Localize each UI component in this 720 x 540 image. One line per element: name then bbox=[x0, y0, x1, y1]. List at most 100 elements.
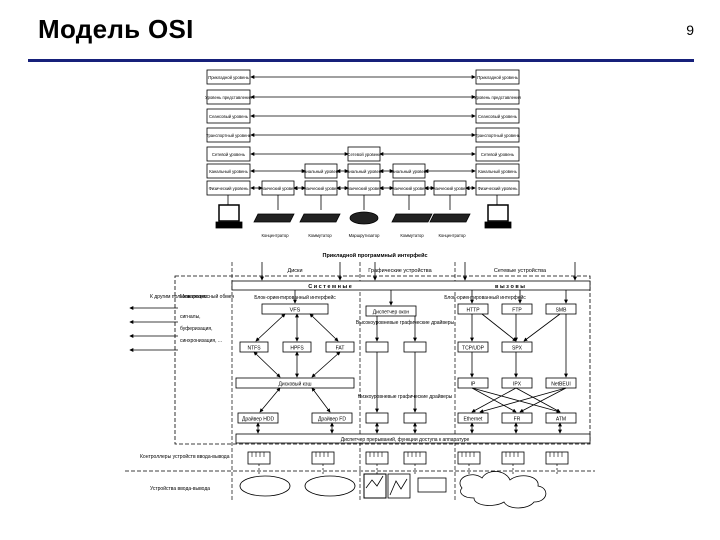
osi-right-layer-box bbox=[475, 146, 520, 162]
osi-left-layer-box bbox=[206, 127, 251, 143]
driver-fd-label: Драйвер FD bbox=[318, 416, 346, 423]
net-protocol-label: FTP bbox=[512, 308, 522, 314]
net-protocol-label: IP bbox=[471, 382, 476, 388]
disk-cache-label: Дисковый кэш bbox=[279, 381, 312, 388]
osi-left-layer-label: Физический уровень bbox=[209, 186, 250, 191]
section-graphics: Графические устройства bbox=[368, 267, 432, 274]
net-protocol-box bbox=[501, 377, 533, 389]
osi-left-layer-label: Транспортный уровень bbox=[206, 133, 251, 138]
hl-graphics-label: Высокоуровневые графические драйверы bbox=[356, 319, 455, 326]
osi-right-layer-box bbox=[475, 89, 520, 105]
graphics-device-plot bbox=[389, 478, 408, 496]
net-protocol-box bbox=[457, 341, 489, 353]
controller-box bbox=[247, 451, 271, 465]
net-protocol-label: SMB bbox=[556, 308, 568, 314]
window-manager-box bbox=[365, 305, 417, 317]
osi-left-layer-box bbox=[206, 69, 251, 85]
network-cloud bbox=[459, 471, 547, 509]
osi-right-layer-box bbox=[475, 180, 520, 196]
osi-left-layer-label: Прикладной уровень bbox=[208, 75, 249, 80]
os-frame bbox=[174, 275, 591, 445]
osi-middle-label: Физический уровень bbox=[301, 186, 342, 191]
fs-hpfs-label: HPFS bbox=[290, 346, 304, 352]
ll-driver-box-2 bbox=[403, 412, 427, 424]
signals-label: сигналы, bbox=[180, 314, 201, 320]
controller-box bbox=[365, 451, 389, 465]
irq-bar bbox=[235, 433, 591, 444]
osi-right-layer-box bbox=[475, 69, 520, 85]
other-users-label: К другим пользователям bbox=[150, 294, 208, 300]
controller-box bbox=[501, 451, 525, 465]
buffers-label: буферизация, bbox=[180, 326, 213, 332]
controller-box bbox=[457, 451, 481, 465]
switch-icon bbox=[299, 213, 341, 223]
osi-middle-label: Сетевой уровень bbox=[347, 152, 381, 157]
controller-box bbox=[311, 451, 335, 465]
syscalls-label-right: в ы з о в ы bbox=[495, 284, 525, 290]
fs-fat-label: FAT bbox=[336, 346, 345, 352]
os-architecture-diagram: Прикладной программный интерфейс Диски Г… bbox=[125, 252, 595, 509]
computer-icon bbox=[487, 204, 509, 222]
net-protocol-label: HTTP bbox=[466, 308, 480, 314]
osi-right-layer-label: Сеансовый уровень bbox=[478, 114, 518, 119]
hl-driver-box-1 bbox=[365, 341, 389, 353]
disk-device-1 bbox=[239, 475, 291, 497]
net-header: Блок-ориентированный интерфейс bbox=[444, 294, 526, 301]
osi-right-layer-box bbox=[475, 163, 520, 179]
api-label: Прикладной программный интерфейс bbox=[322, 252, 427, 259]
switch-icon bbox=[391, 213, 433, 223]
osi-diagram: Прикладной уровень Прикладной уровеньУров… bbox=[205, 69, 521, 238]
syscalls-bar bbox=[231, 280, 591, 291]
net-protocol-label: SPX bbox=[512, 346, 523, 352]
osi-right-layer-box bbox=[475, 127, 520, 143]
osi-right-layer-label: Физический уровень bbox=[478, 186, 519, 191]
computer-icon bbox=[218, 204, 240, 222]
device-label: Коммутатор bbox=[308, 233, 332, 238]
controllers-label: Контроллеры устройств ввода-вывода bbox=[140, 453, 230, 460]
osi-right-layer-label: Транспортный уровень bbox=[475, 133, 520, 138]
device-label: Концентратор bbox=[261, 233, 289, 238]
net-protocol-box bbox=[457, 303, 489, 315]
net-protocol-label: IPX bbox=[513, 382, 522, 388]
osi-left-layer-label: Сеансовый уровень bbox=[209, 114, 249, 119]
osi-middle-label: Канальный уровень bbox=[345, 169, 384, 174]
keyboard-icon bbox=[215, 221, 243, 229]
printer-device bbox=[417, 477, 447, 493]
section-disks: Диски bbox=[287, 268, 302, 274]
osi-left-layer-label: Канальный уровень bbox=[209, 169, 248, 174]
net-protocol-box bbox=[501, 303, 533, 315]
device-label: Маршрутизатор bbox=[349, 233, 381, 238]
osi-right-layer-label: Прикладной уровень bbox=[477, 75, 518, 80]
page-number: 9 bbox=[686, 22, 694, 38]
net-protocol-label: NetBEUI bbox=[551, 382, 570, 388]
driver-hdd-label: Драйвер HDD bbox=[242, 416, 275, 423]
syscalls-label-left: С и с т е м н ы е bbox=[308, 284, 352, 290]
osi-right-layer-box bbox=[475, 108, 520, 124]
slide-title: Модель OSI bbox=[38, 14, 194, 44]
disk-device-2 bbox=[304, 475, 356, 497]
title-underline bbox=[28, 59, 694, 62]
osi-left-layer-label: Сетевой уровень bbox=[212, 152, 246, 157]
osi-right-layer-label: Канальный уровень bbox=[478, 169, 517, 174]
ipc-label: Межпроцессный обмен bbox=[180, 293, 234, 300]
osi-right-layer-label: Сетевой уровень bbox=[481, 152, 515, 157]
devices-label: Устройства ввода-вывода bbox=[150, 485, 210, 492]
keyboard-icon bbox=[484, 221, 512, 229]
section-network: Сетевые устройства bbox=[494, 267, 547, 274]
device-label: Коммутатор bbox=[400, 233, 424, 238]
osi-left-layer-label: Уровень представления bbox=[205, 95, 252, 100]
osi-right-layer-label: Уровень представления bbox=[474, 95, 521, 100]
net-protocol-box bbox=[545, 377, 577, 389]
net-protocol-box bbox=[501, 341, 533, 353]
osi-left-layer-box bbox=[206, 146, 251, 162]
disk-cache-box bbox=[235, 377, 355, 389]
osi-hub-label: Физический уровень bbox=[258, 186, 299, 191]
fs-ntfs-label: NTFS bbox=[247, 346, 261, 352]
sync-label: синхронизация, ... bbox=[180, 338, 222, 344]
osi-left-layer-box bbox=[206, 89, 251, 105]
osi-left-layer-box bbox=[206, 163, 251, 179]
device-label: Концентратор bbox=[438, 233, 466, 238]
hub-icon bbox=[429, 213, 471, 223]
hub-icon bbox=[253, 213, 295, 223]
